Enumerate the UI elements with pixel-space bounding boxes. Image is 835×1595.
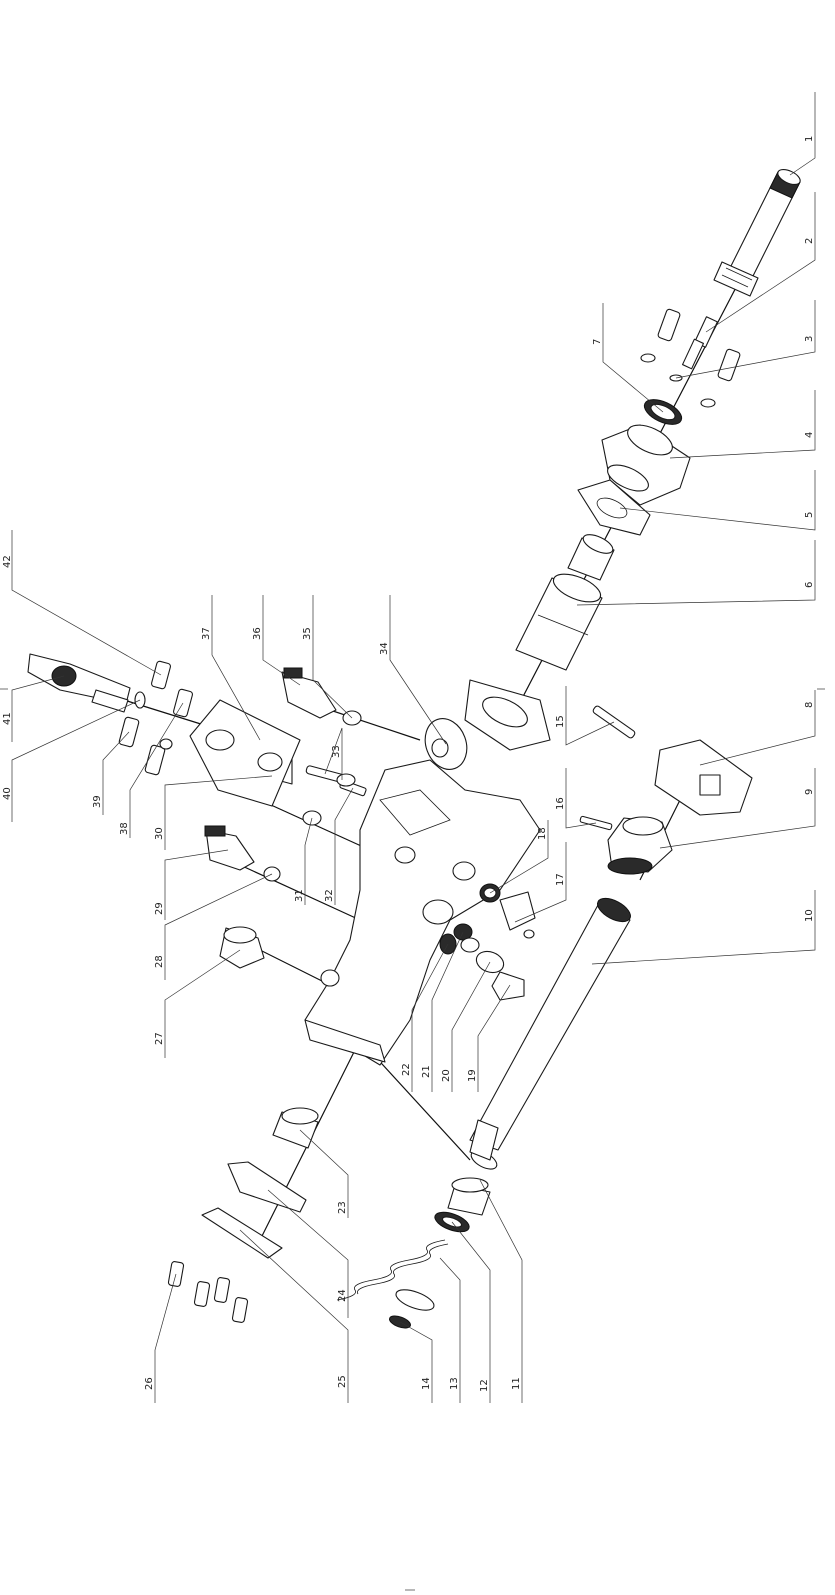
part-38-bolts xyxy=(150,660,194,718)
part-6-sleeve xyxy=(515,534,615,671)
callout-labels: 1 2 3 4 5 6 7 8 9 10 11 12 13 14 15 16 1… xyxy=(2,136,815,1392)
callout-33: 33 xyxy=(331,745,342,758)
part-19-plug xyxy=(491,971,525,1001)
callout-23: 23 xyxy=(337,1201,348,1214)
callout-1: 1 xyxy=(804,136,815,142)
callout-29: 29 xyxy=(154,902,165,915)
callout-3: 3 xyxy=(804,336,815,342)
callout-21: 21 xyxy=(421,1065,432,1078)
part-41-shaft xyxy=(27,653,131,705)
part-29-sensor xyxy=(204,825,255,871)
callout-9: 9 xyxy=(804,789,815,795)
callout-4: 4 xyxy=(804,432,815,438)
callout-8: 8 xyxy=(804,702,815,708)
callout-18: 18 xyxy=(537,827,548,840)
part-27-cap xyxy=(219,926,340,987)
callout-19: 19 xyxy=(467,1069,478,1082)
part-23-bushing xyxy=(272,1107,319,1149)
callout-34: 34 xyxy=(379,642,390,655)
part-1-input-shaft xyxy=(713,169,801,297)
part-37-cover xyxy=(189,699,301,807)
callout-17: 17 xyxy=(555,873,566,886)
part-33-pin xyxy=(305,765,356,787)
callout-27: 27 xyxy=(154,1032,165,1045)
part-17-plug xyxy=(499,891,536,939)
callout-40: 40 xyxy=(2,787,13,800)
callout-30: 30 xyxy=(154,827,165,840)
part-42-pin xyxy=(91,689,129,713)
assembly-axes xyxy=(59,177,794,1241)
callout-24: 24 xyxy=(337,1289,348,1302)
part-25-cover-plate xyxy=(201,1207,283,1259)
part-4-front-housing xyxy=(601,424,691,506)
callout-28: 28 xyxy=(154,955,165,968)
part-14-seat xyxy=(389,1289,435,1329)
callout-12: 12 xyxy=(479,1379,490,1392)
callout-5: 5 xyxy=(804,512,815,518)
callout-2: 2 xyxy=(804,238,815,244)
part-11-bushing xyxy=(447,1177,491,1216)
callout-13: 13 xyxy=(449,1377,460,1390)
part-9-coupling xyxy=(607,816,673,875)
callout-11: 11 xyxy=(511,1377,522,1390)
callout-22: 22 xyxy=(401,1063,412,1076)
part-8-bracket xyxy=(654,739,753,816)
callout-10: 10 xyxy=(804,909,815,922)
callout-31: 31 xyxy=(294,889,305,902)
callout-14: 14 xyxy=(421,1377,432,1390)
part-5-gasket xyxy=(577,479,651,536)
leader-lines xyxy=(11,92,816,1403)
callout-15: 15 xyxy=(555,715,566,728)
callout-6: 6 xyxy=(804,582,815,588)
callout-7: 7 xyxy=(592,339,603,345)
registration-marks xyxy=(0,688,825,1591)
part-39-bolts xyxy=(118,716,173,776)
part-3-bolts xyxy=(640,308,741,408)
callout-38: 38 xyxy=(119,822,130,835)
callout-35: 35 xyxy=(302,627,313,640)
callout-20: 20 xyxy=(441,1069,452,1082)
part-36-sensor xyxy=(281,667,337,719)
part-26-bolts xyxy=(167,1261,249,1323)
callout-36: 36 xyxy=(252,627,263,640)
callout-32: 32 xyxy=(324,889,335,902)
part-24-gasket xyxy=(227,1161,307,1213)
callout-26: 26 xyxy=(144,1377,155,1390)
part-13-spring xyxy=(336,1239,449,1301)
callout-37: 37 xyxy=(201,627,212,640)
callout-16: 16 xyxy=(555,797,566,810)
part-21-spring xyxy=(453,923,480,953)
callout-39: 39 xyxy=(92,795,103,808)
part-2-pin xyxy=(682,316,718,370)
callout-42: 42 xyxy=(2,555,13,568)
callout-25: 25 xyxy=(337,1375,348,1388)
part-10-shaft xyxy=(469,897,631,1170)
pump-body xyxy=(304,679,551,1066)
callout-41: 41 xyxy=(2,712,13,725)
